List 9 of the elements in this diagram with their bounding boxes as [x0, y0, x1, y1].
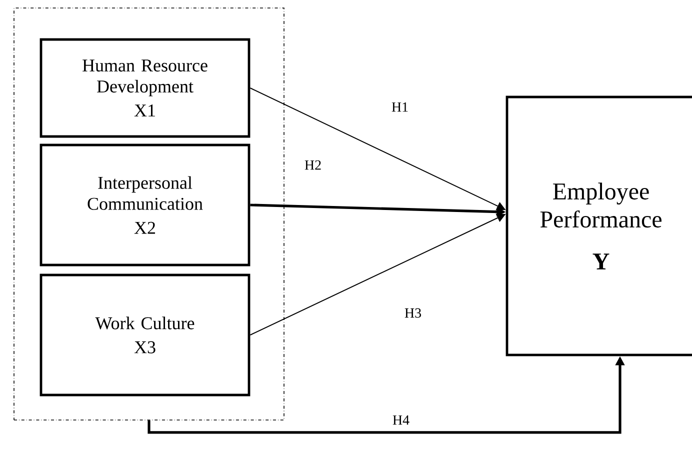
- edge-label: H3: [403, 307, 423, 319]
- edge-label: H4: [391, 414, 411, 426]
- variable-box: Human Resource Development X1: [40, 38, 250, 138]
- variable-box: Interpersonal Communication X2: [40, 144, 250, 266]
- edge-label: H1: [390, 101, 410, 113]
- edge-label: H2: [303, 159, 323, 171]
- variable-box: Employee Performance Y: [506, 96, 692, 356]
- variable-box: Work Culture X3: [40, 274, 250, 396]
- group-frame: [14, 8, 284, 420]
